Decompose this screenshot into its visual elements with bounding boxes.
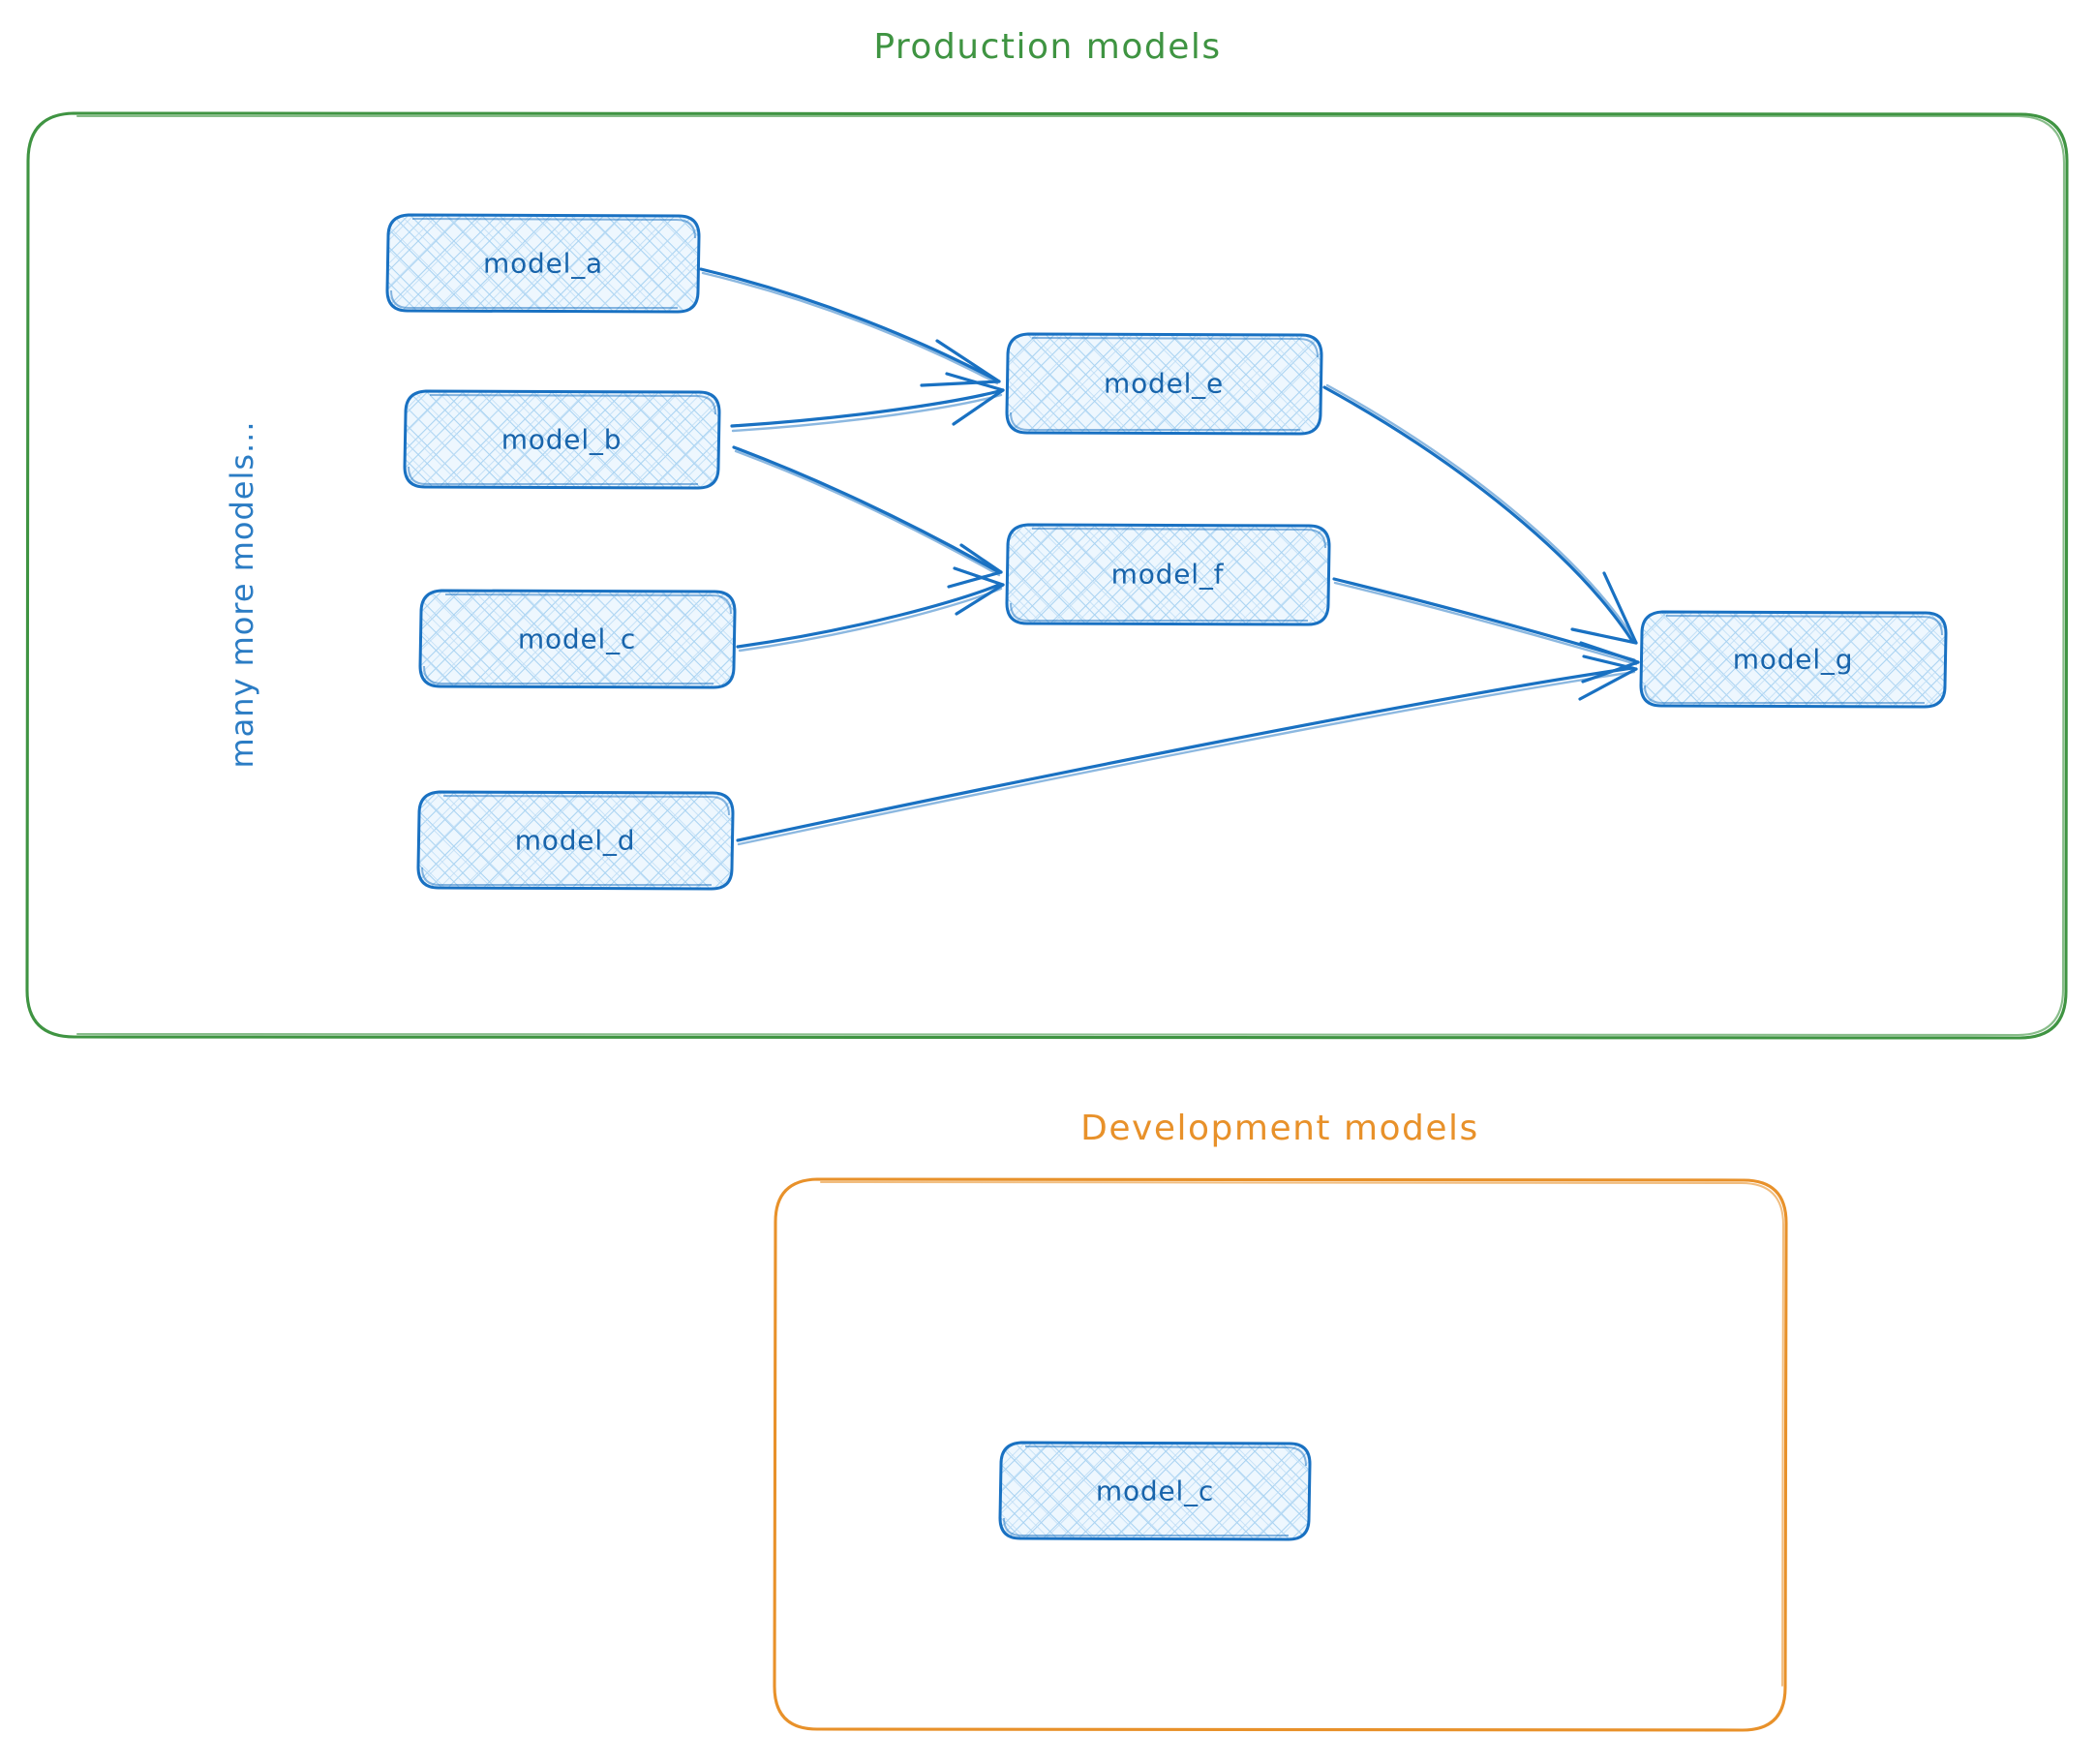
node-model_g[interactable] [1639,610,1948,709]
node-layer [385,213,1948,1541]
node-model_b[interactable] [403,389,721,490]
edge-layer [699,267,1640,846]
node-label-model_d: model_d [514,824,636,857]
node-label-model_c-development: model_c [1095,1475,1215,1507]
node-model_c-development[interactable] [998,1441,1312,1541]
side-note-many-more-models: many more models... [224,420,260,769]
node-model_e[interactable] [1005,332,1323,436]
edge-model_d-to-model_g [736,654,1638,846]
node-label-model_b: model_b [501,423,622,456]
node-label-model_g: model_g [1732,643,1854,676]
node-label-model_a: model_a [483,247,603,280]
group-container-production [25,111,2069,1040]
node-model_a[interactable] [385,213,701,314]
edge-model_f-to-model_g [1332,577,1640,684]
node-label-model_c-production: model_c [517,623,637,655]
group-container-development [773,1177,1788,1732]
node-model_c-production[interactable] [418,589,737,689]
edge-model_e-to-model_g [1322,383,1638,645]
group-label-development: Development models [1080,1109,1479,1148]
node-label-model_f: model_f [1110,558,1225,591]
node-model_d[interactable] [416,790,735,891]
edge-model_c_prod-to-model_f [736,566,1005,653]
group-label-production: Production models [873,27,1222,67]
edge-model_b-to-model_b-e [730,372,1005,433]
node-label-model_e: model_e [1103,367,1225,400]
edge-model_b-to-model_f [732,445,1003,589]
node-model_f[interactable] [1005,523,1331,626]
edge-model_a-to-model_e [699,267,1001,387]
